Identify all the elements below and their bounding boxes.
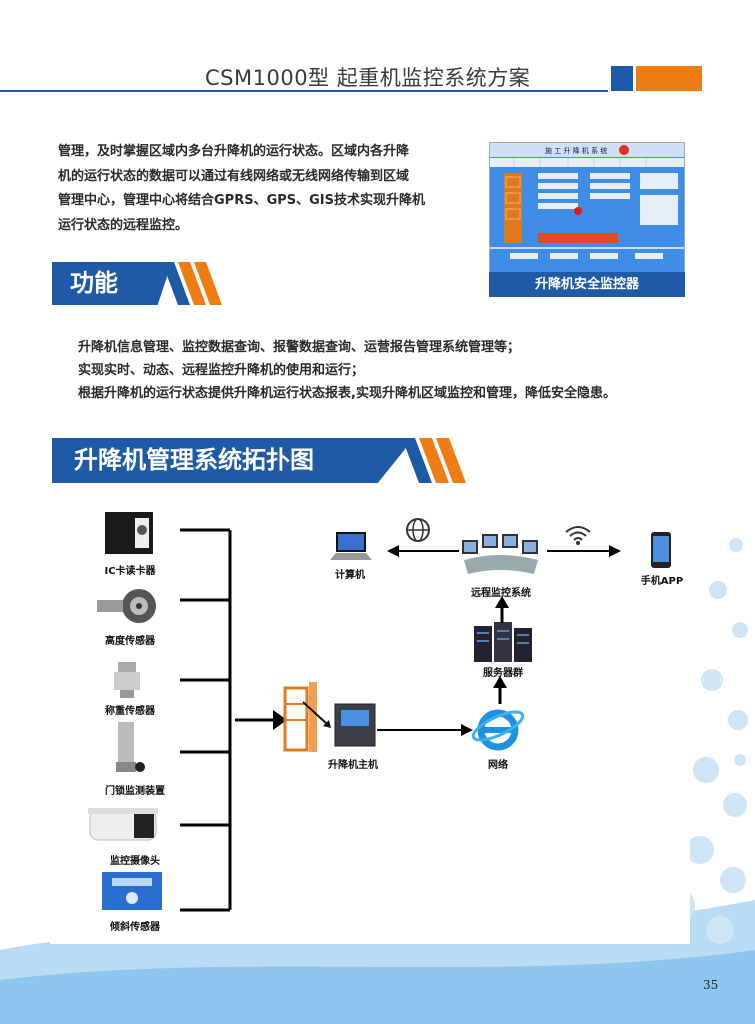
intro-line: 管理，及时掌握区域内多台升降机的运行状态。区域内各升降 bbox=[58, 144, 410, 159]
device-label: 高度传感器 bbox=[105, 636, 155, 647]
function-item: 升降机信息管理、监控数据查询、报警数据查询、运营报告管理系统管理等； bbox=[78, 340, 521, 355]
document-title: CSM1000型 起重机监控系统方案 bbox=[205, 66, 531, 90]
page-number: 35 bbox=[703, 978, 719, 992]
function-item: 实现实时、动态、远程监控升降机的使用和运行； bbox=[78, 363, 365, 378]
header-orange-block bbox=[636, 66, 702, 91]
device-label: IC卡读卡器 bbox=[104, 566, 156, 577]
camera-icon bbox=[88, 808, 158, 841]
height-sensor-icon bbox=[97, 589, 156, 623]
banner-stripes bbox=[162, 262, 222, 305]
servers-label: 服务器群 bbox=[483, 668, 523, 679]
banner-stripes bbox=[402, 438, 466, 483]
device-label: 监控摄像头 bbox=[110, 856, 160, 867]
remote-to-phone-arrow bbox=[547, 545, 621, 557]
remote-to-computer-arrow bbox=[387, 545, 459, 557]
server-rack-icon bbox=[474, 622, 532, 662]
ie-network-icon bbox=[471, 709, 525, 751]
device-bracket bbox=[180, 528, 287, 912]
intro-line: 机的运行状态的数据可以通过有线网络或无线网络传输到区域 bbox=[58, 168, 410, 184]
function-section-title: 功能 bbox=[52, 262, 172, 305]
monitoring-center-icon bbox=[462, 534, 538, 574]
monitor-screen-title: 施 工 升 降 机 系 统 bbox=[545, 146, 607, 155]
door-lock-icon bbox=[116, 722, 145, 772]
intro-line: 管理中心，管理中心将结合GPRS、GPS、GIS技术实现升降机 bbox=[58, 193, 426, 208]
smartphone-icon bbox=[651, 532, 671, 568]
weight-sensor-icon bbox=[114, 662, 140, 698]
wifi-icon bbox=[565, 526, 591, 545]
intro-paragraph: 管理，及时掌握区域内多台升降机的运行状态。区域内各升降 机的运行状态的数据可以通… bbox=[58, 140, 458, 238]
monitor-screenshot: 施 工 升 降 机 系 统 bbox=[489, 142, 685, 274]
topology-section-title: 升降机管理系统拓扑图 bbox=[52, 438, 414, 483]
monitor-caption: 升降机安全监控器 bbox=[489, 272, 685, 297]
computer-label: 计算机 bbox=[335, 570, 365, 581]
device-label: 倾斜传感器 bbox=[110, 922, 160, 933]
function-list: 升降机信息管理、监控数据查询、报警数据查询、运营报告管理系统管理等； 实现实时、… bbox=[78, 336, 718, 405]
device-label: 门锁监测装置 bbox=[105, 786, 165, 797]
laptop-icon bbox=[330, 532, 372, 560]
tilt-sensor-icon bbox=[102, 872, 162, 910]
header-blue-block bbox=[611, 66, 633, 91]
globe-icon bbox=[406, 518, 430, 542]
remote-label: 远程监控系统 bbox=[471, 588, 531, 599]
header-rule bbox=[0, 90, 608, 92]
host-label: 升降机主机 bbox=[328, 760, 378, 771]
host-unit-icon bbox=[283, 682, 376, 752]
monitor-screen-graphic: 施 工 升 降 机 系 统 bbox=[490, 143, 684, 259]
host-to-network-arrow bbox=[377, 724, 473, 736]
network-label: 网络 bbox=[488, 760, 508, 771]
card-reader-icon bbox=[105, 512, 153, 554]
intro-line: 运行状态的远程监控。 bbox=[58, 217, 189, 233]
function-item: 根据升降机的运行状态提供升降机运行状态报表,实现升降机区域监控和管理，降低安全隐… bbox=[78, 386, 616, 401]
device-label: 称重传感器 bbox=[105, 706, 155, 717]
server-to-remote-arrow bbox=[495, 596, 509, 623]
network-to-server-arrow bbox=[493, 676, 507, 704]
phone-label: 手机APP bbox=[640, 576, 684, 587]
